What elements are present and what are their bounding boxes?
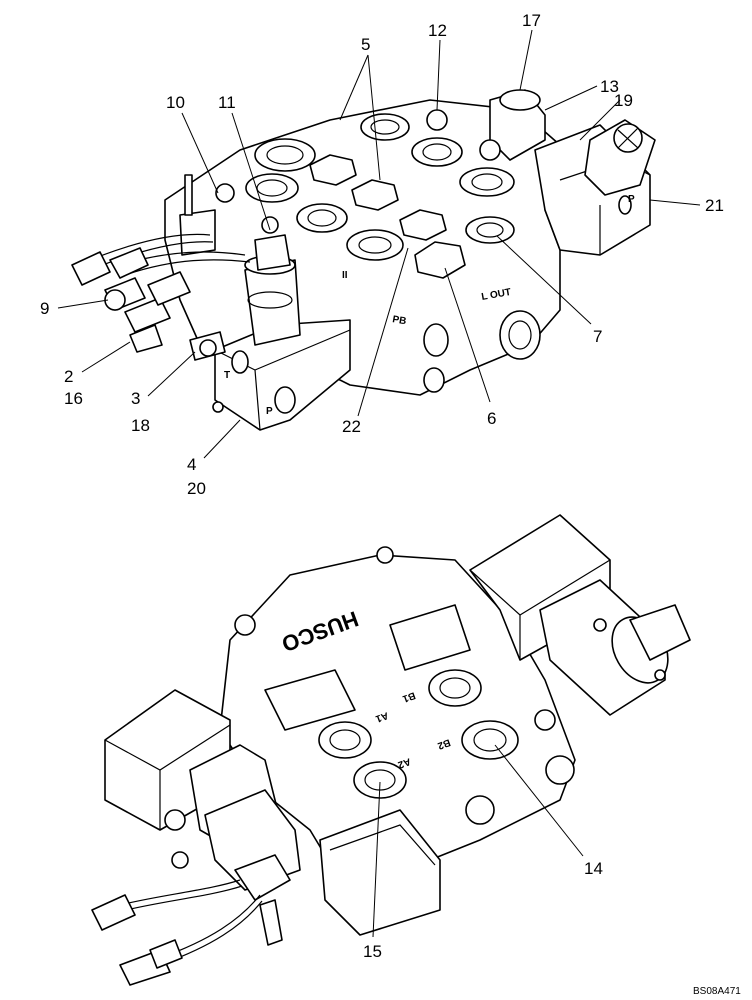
cast-label-pb: PB bbox=[391, 314, 407, 327]
callout-numbers: 10 11 5 12 17 13 19 21 9 2 16 3 18 4 20 … bbox=[40, 11, 724, 961]
top-wiring-harness bbox=[71, 233, 251, 361]
callout-5: 5 bbox=[361, 35, 370, 54]
bottom-center-lower-block bbox=[319, 809, 441, 936]
callout-12: 12 bbox=[428, 21, 447, 40]
bottom-right-cartridge bbox=[539, 579, 666, 716]
top-ports bbox=[245, 113, 515, 261]
cast-label-ii: II bbox=[342, 270, 348, 281]
cast-label-b1: B1 bbox=[401, 689, 417, 704]
callout-6: 6 bbox=[487, 409, 496, 428]
bottom-wiring-harness bbox=[91, 879, 263, 986]
callout-17: 17 bbox=[522, 11, 541, 30]
cast-label-t: T bbox=[224, 370, 230, 381]
bottom-flat-pad-2 bbox=[264, 669, 356, 731]
callout-10: 10 bbox=[166, 93, 185, 112]
bottom-valve-assembly: HUSCO A1 B1 A2 B2 bbox=[91, 514, 691, 986]
callout-3: 3 bbox=[131, 389, 140, 408]
top-hex-plugs bbox=[215, 109, 501, 279]
cast-label-a2: A2 bbox=[396, 755, 412, 770]
callout-11: 11 bbox=[218, 93, 236, 112]
cast-label-b2: B2 bbox=[436, 736, 452, 751]
callout-14: 14 bbox=[584, 859, 603, 878]
callout-7: 7 bbox=[593, 327, 602, 346]
callout-9: 9 bbox=[40, 299, 49, 318]
top-valve-assembly: II PB L OUT P P T bbox=[71, 89, 656, 431]
bottom-ports bbox=[234, 546, 575, 825]
figure-reference-code: BS08A471 bbox=[693, 986, 741, 997]
callout-19: 19 bbox=[614, 91, 633, 110]
cast-label-l-out: L OUT bbox=[481, 287, 512, 303]
callout-18: 18 bbox=[131, 416, 150, 435]
callout-22: 22 bbox=[342, 417, 361, 436]
cast-label-a1: A1 bbox=[374, 709, 390, 724]
callout-21: 21 bbox=[705, 196, 724, 215]
bottom-flat-pad-1 bbox=[389, 604, 471, 671]
callout-13: 13 bbox=[600, 77, 619, 96]
callout-2: 2 bbox=[64, 367, 73, 386]
leader-lines bbox=[57, 29, 701, 938]
callout-4: 4 bbox=[187, 455, 196, 474]
callout-15: 15 bbox=[363, 942, 382, 961]
callout-16: 16 bbox=[64, 389, 83, 408]
cast-label-p-right: P bbox=[628, 194, 635, 205]
cast-label-p-left: P bbox=[266, 406, 273, 417]
callout-20: 20 bbox=[187, 479, 206, 498]
